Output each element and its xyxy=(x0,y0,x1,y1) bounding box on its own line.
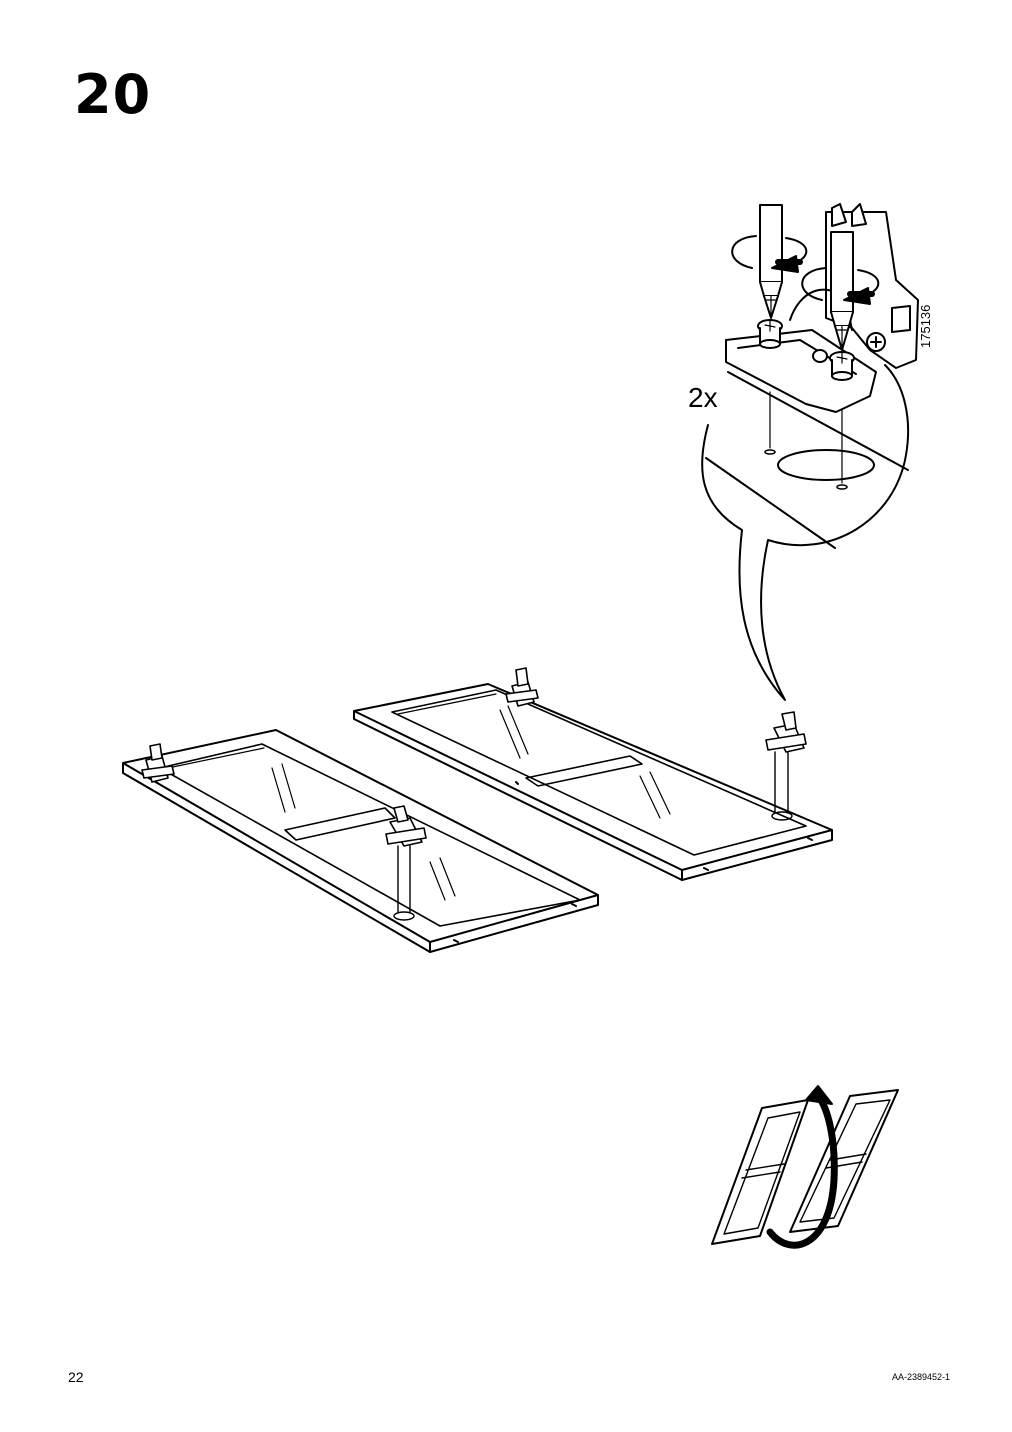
door-inner-frame xyxy=(391,689,807,856)
detail-callout xyxy=(701,203,919,701)
cabinet-top-line xyxy=(727,371,909,471)
flip-icon xyxy=(711,1085,899,1249)
part-number: 175136 xyxy=(918,304,933,348)
step-number: 20 xyxy=(74,63,152,126)
rotation-arrow-icon xyxy=(801,267,880,305)
door-panel-right xyxy=(353,667,833,881)
hinge-cup-hole xyxy=(771,811,793,821)
callout-bubble xyxy=(701,364,910,701)
screwdriver-icon xyxy=(830,231,854,351)
page-number: 22 xyxy=(68,1369,84,1385)
quantity-label: 2x xyxy=(688,382,718,413)
cabinet-edge xyxy=(705,457,836,549)
door-middle-rail xyxy=(525,755,643,787)
glass-reflection xyxy=(499,705,529,759)
door-frame xyxy=(353,683,833,881)
rotation-arrow-icon xyxy=(731,235,808,273)
door-panel-left xyxy=(122,729,599,953)
screw-hole xyxy=(764,449,776,455)
hinge-cup-hole xyxy=(393,911,415,921)
door-inner-frame xyxy=(159,743,581,927)
door-frame xyxy=(122,729,599,953)
hinge-icon xyxy=(385,805,427,847)
guide-line xyxy=(397,845,411,913)
screw-hole xyxy=(836,484,848,490)
hinge-icon xyxy=(505,667,539,707)
guide-line xyxy=(774,751,789,813)
hinge-icon xyxy=(141,743,175,783)
glass-reflection xyxy=(429,857,456,901)
screw xyxy=(757,319,783,349)
door-middle-rail xyxy=(284,807,396,841)
glass-reflection xyxy=(271,763,296,813)
hinge-icon xyxy=(765,711,807,753)
glass-reflection xyxy=(639,771,671,819)
document-code: AA-2389452-1 xyxy=(891,1372,950,1382)
screw xyxy=(829,351,855,381)
hinge-cup-hole xyxy=(777,449,875,481)
